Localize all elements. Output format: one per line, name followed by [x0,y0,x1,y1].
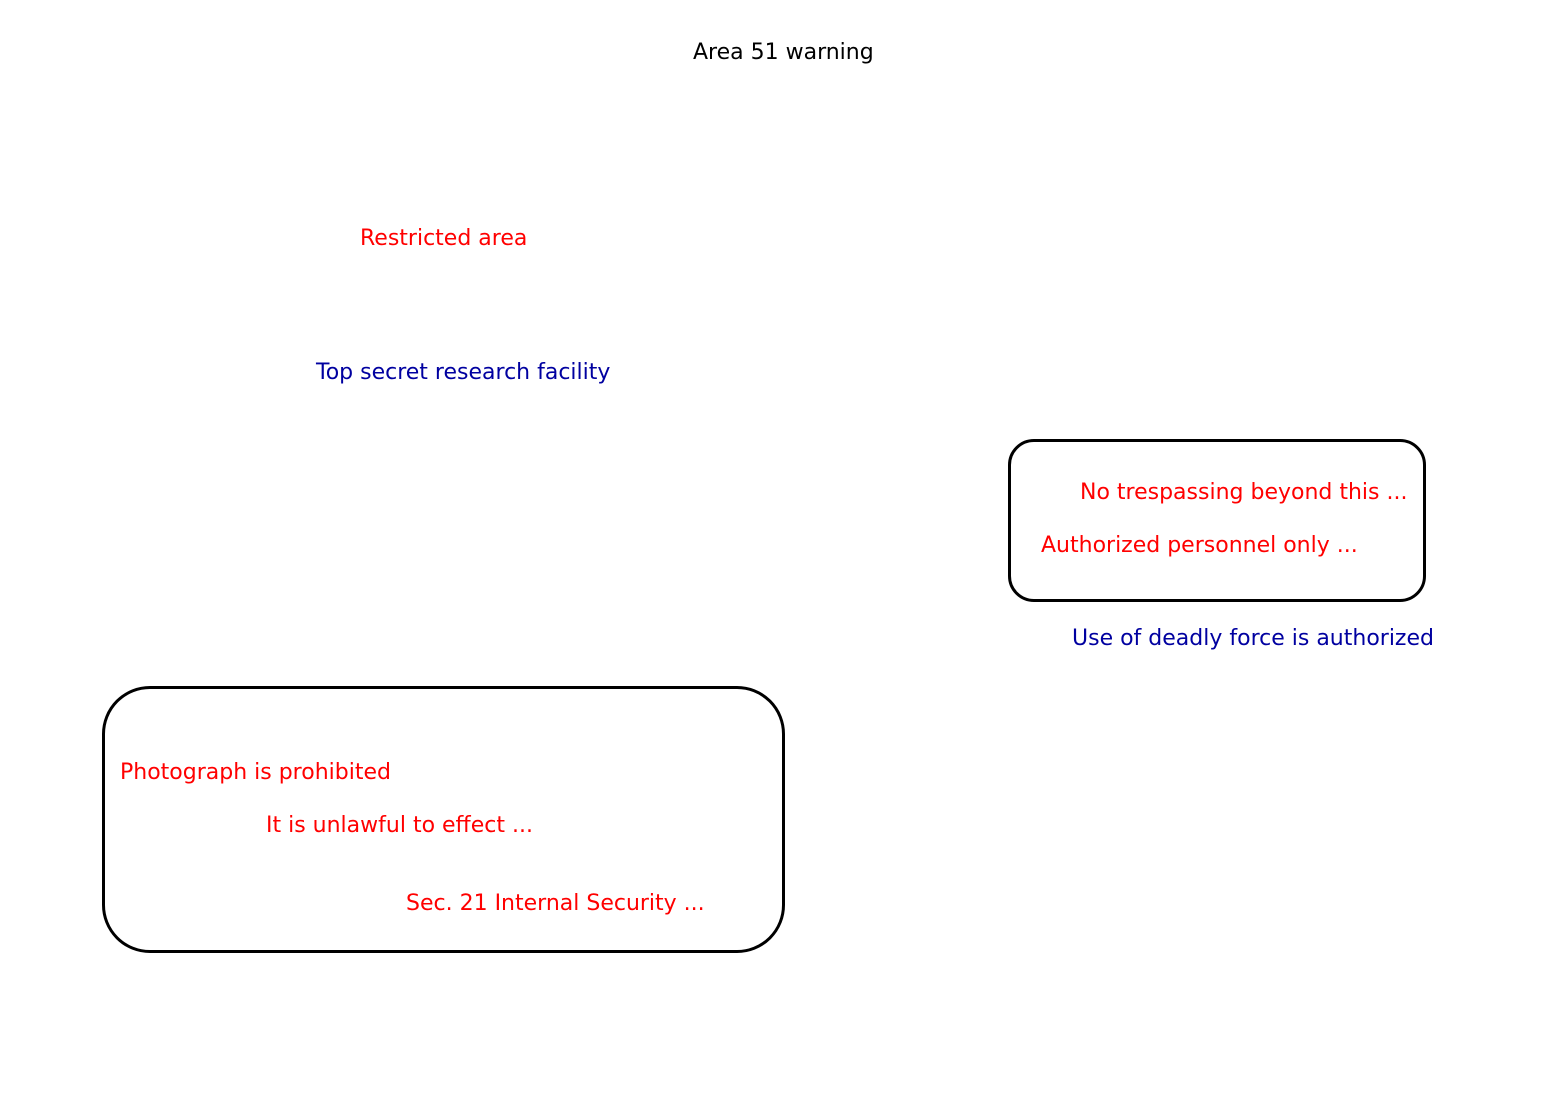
photography-warning-box [102,686,785,953]
internal-security-text: Sec. 21 Internal Security ... [406,891,705,916]
diagram-title: Area 51 warning [693,40,874,65]
trespass-warning-box [1008,439,1426,602]
authorized-personnel-text: Authorized personnel only ... [1041,533,1358,558]
no-trespassing-text: No trespassing beyond this ... [1080,480,1408,505]
deadly-force-label: Use of deadly force is authorized [1072,626,1434,651]
top-secret-label: Top secret research facility [316,360,611,385]
unlawful-to-effect-text: It is unlawful to effect ... [266,813,533,838]
restricted-area-label: Restricted area [360,226,528,251]
photograph-prohibited-text: Photograph is prohibited [120,760,391,785]
